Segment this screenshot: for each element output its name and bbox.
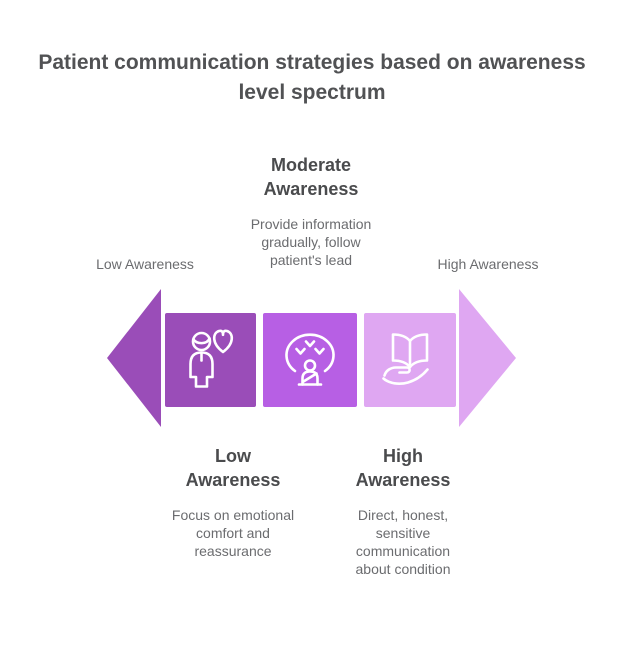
stage-block-low: Low Awareness Focus on emotional comfort… xyxy=(143,444,323,560)
stage-box-low xyxy=(165,313,256,407)
stage-heading-high: High Awareness xyxy=(355,446,451,490)
stage-description-low: Focus on emotional comfort and reassuran… xyxy=(171,507,295,559)
spectrum-label-high: High Awareness xyxy=(437,256,539,272)
stage-description-high: Direct, honest, sensitive communication … xyxy=(355,507,451,577)
open-book-hand-icon xyxy=(382,333,429,385)
mindfulness-icon xyxy=(285,333,335,386)
stage-heading-moderate: Moderate Awareness xyxy=(263,155,359,199)
spectrum-label-low: Low Awareness xyxy=(96,256,194,272)
stage-description-moderate: Provide information gradually, follow pa… xyxy=(250,216,372,268)
stage-heading-low: Low Awareness xyxy=(185,446,281,490)
stage-block-high: High Awareness Direct, honest, sensitive… xyxy=(313,444,493,578)
right-arrowhead-icon xyxy=(459,289,516,427)
person-heart-icon xyxy=(189,329,234,388)
stage-block-moderate: Moderate Awareness Provide information g… xyxy=(211,153,411,269)
page-title: Patient communication strategies based o… xyxy=(38,51,586,104)
awareness-spectrum-arrow xyxy=(107,289,516,427)
left-arrowhead-icon xyxy=(107,289,161,427)
